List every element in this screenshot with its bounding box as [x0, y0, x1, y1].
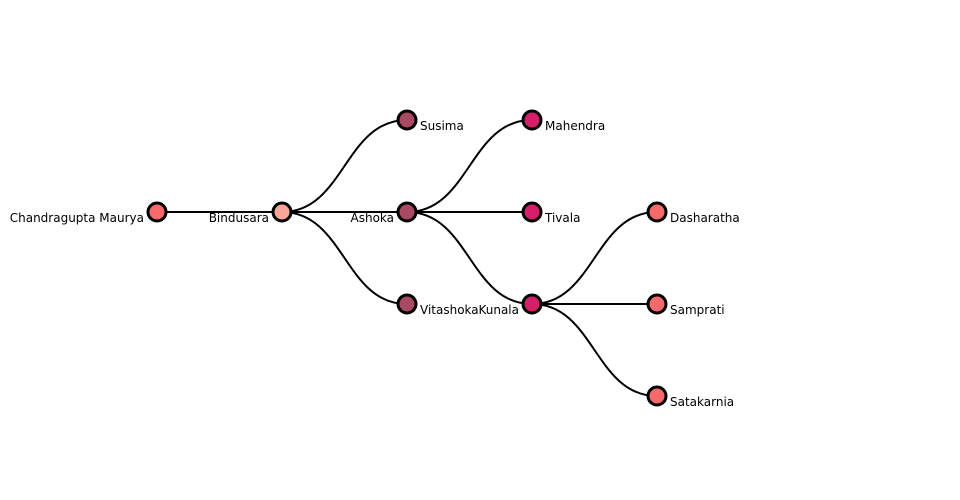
node-samprati[interactable]: Samprati [646, 293, 725, 317]
node-vitashoka[interactable]: Vitashoka [396, 293, 479, 317]
tree-nodes: Chandragupta Maurya Bindusara SusimaAshoka… [10, 109, 740, 409]
link-ashoka-mahendra [406, 119, 533, 213]
node-susima[interactable]: Susima [396, 109, 464, 133]
node-satakarnia[interactable]: Satakarnia [646, 385, 734, 409]
link-ashoka-kunala [406, 211, 533, 305]
node-circle[interactable] [396, 201, 418, 223]
node-circle[interactable] [646, 293, 668, 315]
node-bindusara[interactable]: Bindusara [209, 201, 293, 225]
node-label: Tivala [544, 211, 580, 225]
node-circle[interactable] [521, 201, 543, 223]
node-dasharatha[interactable]: Dasharatha [646, 201, 740, 225]
node-kunala[interactable]: Kunala [478, 293, 543, 317]
node-circle[interactable] [646, 385, 668, 407]
node-circle[interactable] [271, 201, 293, 223]
node-mahendra[interactable]: Mahendra [521, 109, 605, 133]
node-label: Chandragupta Maurya [10, 211, 144, 225]
link-kunala-dasharatha [531, 211, 658, 305]
node-label: Satakarnia [670, 395, 734, 409]
node-label: Dasharatha [670, 211, 740, 225]
node-label: Susima [420, 119, 464, 133]
tree-links [157, 119, 658, 397]
node-label: Vitashoka [420, 303, 479, 317]
node-circle[interactable] [646, 201, 668, 223]
link-bindusara-susima [281, 119, 408, 213]
node-label: Ashoka [351, 211, 395, 225]
link-bindusara-vitashoka [281, 211, 408, 305]
node-label: Bindusara [209, 211, 269, 225]
node-circle[interactable] [146, 201, 168, 223]
node-circle[interactable] [521, 109, 543, 131]
node-label: Kunala [478, 303, 519, 317]
node-tivala[interactable]: Tivala [521, 201, 580, 225]
node-chandragupta[interactable]: Chandragupta Maurya [10, 201, 168, 225]
node-circle[interactable] [396, 109, 418, 131]
node-circle[interactable] [521, 293, 543, 315]
node-ashoka[interactable]: Ashoka [351, 201, 418, 225]
link-kunala-satakarnia [531, 303, 658, 397]
node-label: Samprati [670, 303, 725, 317]
node-label: Mahendra [545, 119, 605, 133]
node-circle[interactable] [396, 293, 418, 315]
